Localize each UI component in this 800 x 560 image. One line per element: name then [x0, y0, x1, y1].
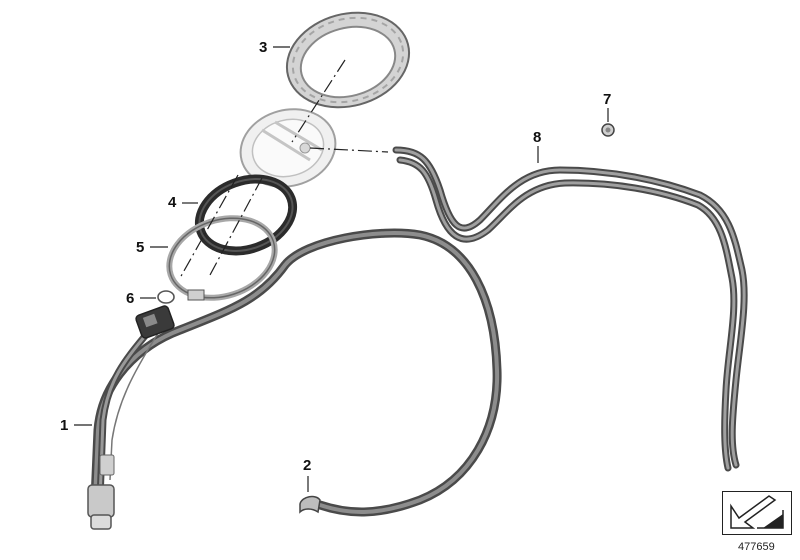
part-6-o-ring[interactable] — [157, 290, 175, 304]
callout-5: 5 — [136, 239, 145, 256]
part-8-fuel-line[interactable] — [392, 146, 748, 472]
callout-6: 6 — [126, 290, 135, 307]
part-3-locking-ring[interactable] — [276, 0, 420, 120]
fuel-pump-flange[interactable] — [232, 99, 344, 197]
assembly-axis-lines — [179, 59, 389, 279]
navigation-box[interactable] — [722, 491, 792, 535]
part-2-hose-clamp[interactable] — [299, 495, 321, 514]
part-7-nut[interactable] — [601, 123, 615, 137]
part-5-retaining-ring[interactable] — [159, 205, 285, 311]
diagonal-arrow-icon — [730, 495, 784, 529]
callout-8: 8 — [533, 129, 542, 146]
callout-4: 4 — [168, 194, 177, 211]
part-1-fuel-hose[interactable] — [87, 228, 502, 530]
callout-3: 3 — [259, 39, 268, 56]
callout-1: 1 — [60, 417, 69, 434]
callout-2: 2 — [303, 457, 312, 474]
part-4-seal-ring[interactable] — [189, 167, 302, 264]
callout-7: 7 — [603, 91, 612, 108]
callout-leaders — [74, 46, 609, 492]
diagram-number: 477659 — [738, 541, 775, 553]
